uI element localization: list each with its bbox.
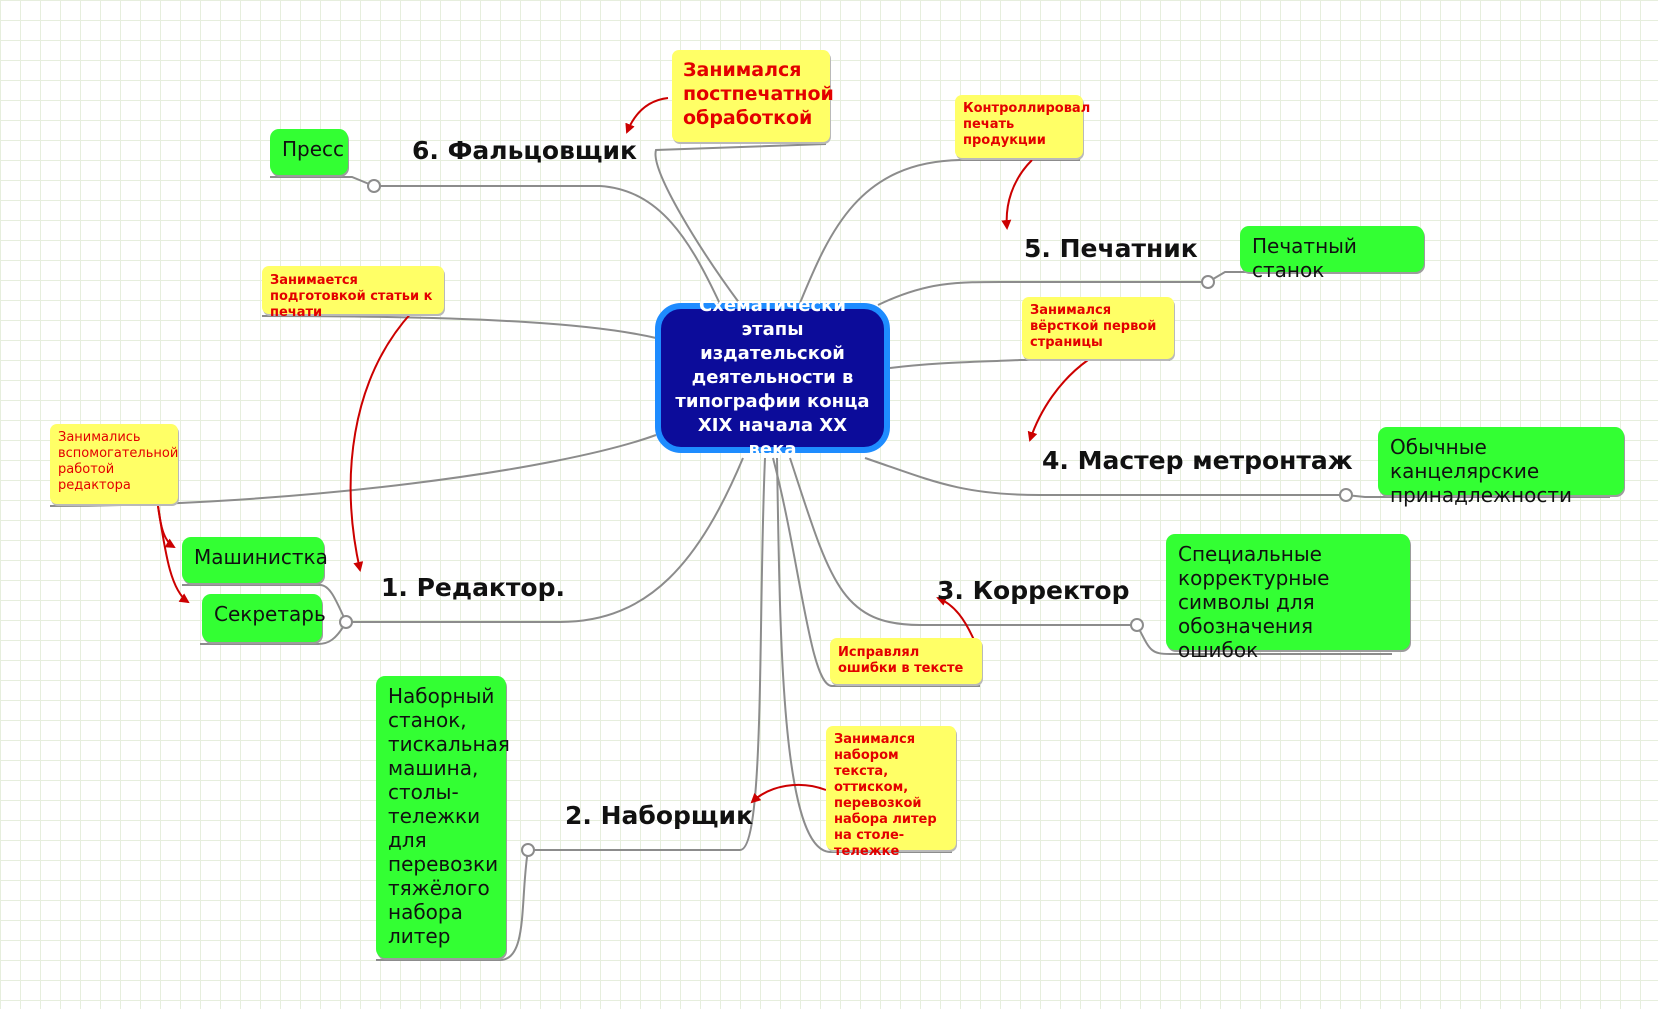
note-assistants[interactable]: Занимались вспомогательной работой редак… [50,424,178,504]
branch-makeup-note [889,359,1170,369]
note-proofreader-text: Исправлял ошибки в тексте [838,645,964,676]
junction-printer [1201,275,1215,289]
role-typesetter[interactable]: 2. Наборщик [565,801,754,830]
note-makeup[interactable]: Занимался вёрсткой первой страницы [1022,297,1174,359]
junction-editor [339,615,353,629]
tool-secretary-label: Секретарь [214,602,326,626]
role-editor[interactable]: 1. Редактор. [381,573,565,602]
role-printer[interactable]: 5. Печатник [1024,234,1198,263]
tool-printing-press[interactable]: Печатный станок [1240,226,1424,282]
arrow-folder-note [625,97,669,134]
note-assistants-text: Занимались вспомогательной работой редак… [58,430,179,493]
tool-press[interactable]: Пресс [270,129,348,175]
branch-editor [346,457,744,623]
junction-folder [367,179,381,193]
note-printer[interactable]: Контроллировал печать продукции [955,95,1090,158]
note-makeup-text: Занимался вёрсткой первой страницы [1030,303,1157,350]
branch-folder-note [654,143,827,305]
tool-typesetting-equipment[interactable]: Наборный станок, тискальная машина, стол… [376,676,510,958]
branch-printer [877,271,1412,306]
tool-office-supplies[interactable]: Обычные канцелярские принадлежности [1378,427,1624,507]
tool-typist[interactable]: Машинистка [182,537,328,583]
arrow-typesetter-note [750,783,827,804]
tool-office-supplies-label: Обычные канцелярские принадлежности [1390,435,1572,507]
junction-proofreader [1130,618,1144,632]
branch-proofreader-tools [1136,624,1392,655]
junction-typesetter [521,843,535,857]
branch-folder [270,176,721,305]
tool-proof-symbols-label: Специальные корректурные символы для обо… [1178,542,1330,662]
note-editor-text: Занимается подготовкой статьи к печати [270,273,433,320]
branch-printer-note [799,159,1080,304]
role-makeup-master[interactable]: 4. Мастер метронтаж [1042,446,1353,475]
branch-typesetter-note [776,457,952,853]
tool-typesetting-equipment-label: Наборный станок, тискальная машина, стол… [388,684,510,948]
arrow-editor-note [349,311,413,572]
tool-press-label: Пресс [282,137,345,161]
branch-typesetter [528,457,766,851]
note-folder[interactable]: Занимался постпечатной обработкой [672,50,834,142]
tool-secretary[interactable]: Секретарь [202,594,326,642]
note-editor[interactable]: Занимается подготовкой статьи к печати [262,266,444,320]
tool-printing-press-label: Печатный станок [1252,234,1357,282]
arrow-printer-note [1001,159,1033,230]
branch-editor-note [261,315,657,339]
note-typesetter[interactable]: Занимался набором текста, оттиском, пере… [826,726,956,859]
arrow-proofreader-note [936,596,975,641]
branch-makeup [864,457,1610,498]
central-topic[interactable]: Схематически этапы издательской деятельн… [655,295,890,460]
branch-proofreader [789,457,1137,626]
role-folder[interactable]: 6. Фальцовщик [412,136,638,165]
note-proofreader[interactable]: Исправлял ошибки в тексте [830,638,982,684]
tool-typist-label: Машинистка [194,545,328,569]
arrow-assistants-secretary [157,505,190,604]
role-proofreader[interactable]: 3. Корректор [937,576,1130,605]
arrow-makeup-note [1027,359,1089,442]
note-typesetter-text: Занимался набором текста, оттиском, пере… [834,732,937,859]
branch-typesetter-tools [376,849,529,961]
note-folder-text: Занимался постпечатной обработкой [683,59,834,129]
tool-proof-symbols[interactable]: Специальные корректурные символы для обо… [1166,534,1410,662]
branch-proofreader-note [772,457,980,687]
note-printer-text: Контроллировал печать продукции [963,101,1091,148]
junction-makeup [1339,488,1353,502]
central-topic-label: Схематически этапы издательской деятельн… [675,295,870,460]
